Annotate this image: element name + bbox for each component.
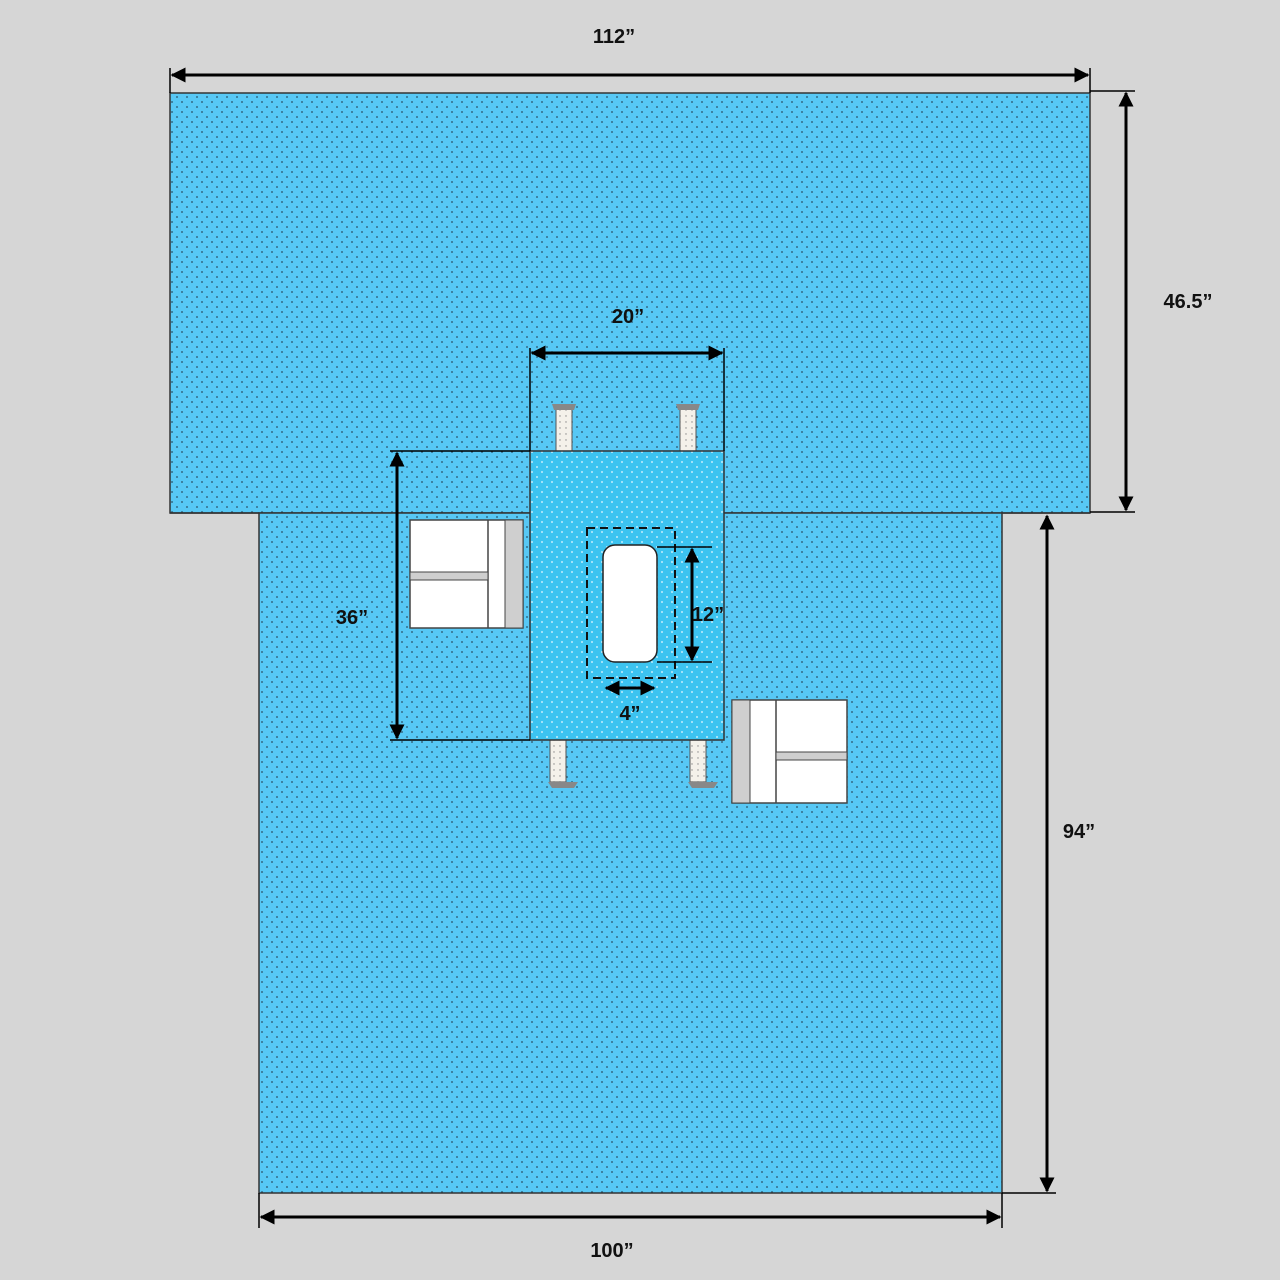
label-top-height: 46.5”	[1164, 291, 1213, 313]
label-panel-width: 20”	[612, 306, 644, 328]
fenestration-opening	[602, 544, 658, 663]
label-bottom-width: 100”	[590, 1240, 633, 1262]
tube-holder-bottom-left	[548, 739, 578, 788]
tube-holder-top-right	[676, 404, 700, 452]
drape-top-section	[169, 92, 1091, 514]
instrument-pocket-right	[731, 699, 848, 804]
dimension-panel-width: 20”	[529, 306, 725, 451]
dimension-top-width: 112”	[169, 26, 1091, 93]
dimension-panel-height: 36”	[336, 450, 530, 741]
dimension-fenestration-length: 12”	[657, 546, 724, 663]
instrument-pocket-left	[409, 519, 524, 629]
dimension-bottom-width: 100”	[258, 1193, 1003, 1262]
label-fenestration-length: 12”	[692, 604, 724, 626]
tube-holder-bottom-right	[688, 739, 718, 788]
label-panel-height: 36”	[336, 607, 368, 629]
label-fenestration-width: 4”	[619, 703, 640, 725]
label-bottom-height: 94”	[1063, 821, 1095, 843]
label-top-width: 112”	[593, 26, 635, 48]
dimension-fenestration-width: 4”	[604, 680, 656, 725]
tube-holder-top-left	[552, 404, 576, 452]
fenestration-dashed-border	[586, 527, 676, 679]
dimension-top-height: 46.5”	[1090, 90, 1213, 513]
dimension-bottom-height: 94”	[1002, 514, 1095, 1194]
